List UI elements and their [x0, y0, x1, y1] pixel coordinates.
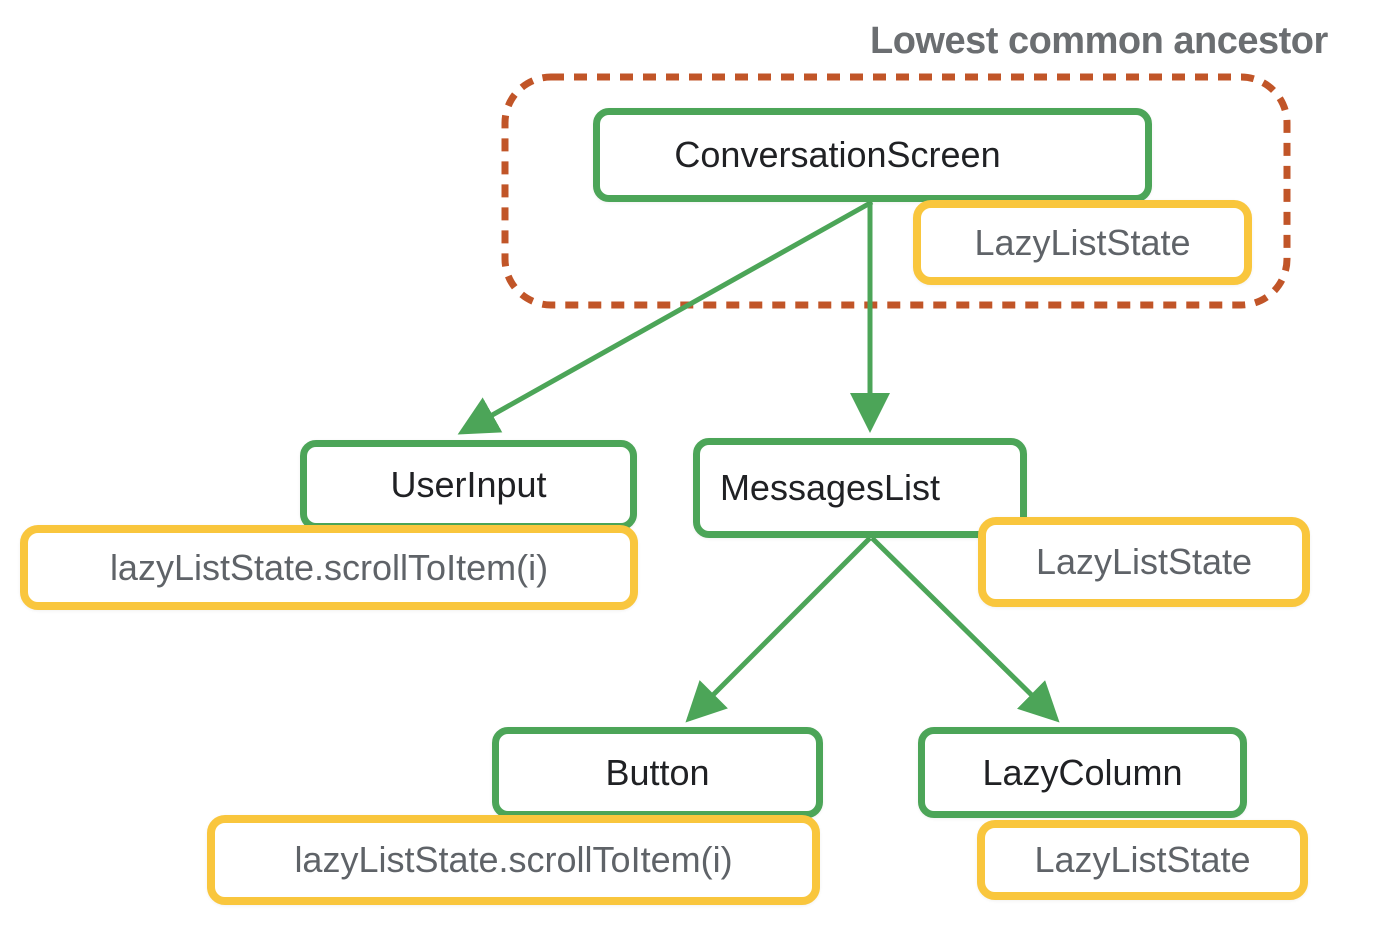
node-messages-list-label: MessagesList — [719, 467, 941, 508]
state-box-messages-list: LazyListState — [978, 517, 1310, 607]
node-lazy-column-label: LazyColumn — [982, 751, 1183, 793]
state-box-user-input: lazyListState.scrollToItem(i) — [20, 525, 638, 610]
state-box-messages-list-label: LazyListState — [1035, 541, 1253, 582]
node-button: Button — [492, 727, 823, 818]
node-lazy-column: LazyColumn — [918, 727, 1247, 818]
state-box-lazy-column-label: LazyListState — [1034, 839, 1251, 880]
node-button-label: Button — [605, 751, 710, 793]
node-user-input-label: UserInput — [390, 464, 547, 505]
state-box-user-input-label: lazyListState.scrollToItem(i) — [109, 546, 549, 588]
node-messages-list: MessagesList — [693, 438, 1027, 538]
node-conversation-screen-label: ConversationScreen — [674, 134, 1001, 175]
state-box-lazy-column: LazyListState — [977, 820, 1308, 900]
state-box-button-label: lazyListState.scrollToItem(i) — [294, 839, 733, 880]
state-box-conversation-screen-label: LazyListState — [974, 221, 1191, 263]
state-box-button: lazyListState.scrollToItem(i) — [207, 815, 820, 905]
edge-messageslist-to-button — [685, 536, 872, 723]
node-conversation-screen: ConversationScreen — [593, 108, 1152, 202]
lowest-common-ancestor-label: Lowest common ancestor — [870, 20, 1328, 62]
lowest-common-ancestor-boundary — [501, 73, 1291, 309]
edge-messageslist-to-lazycolumn — [870, 536, 1060, 723]
state-box-conversation-screen: LazyListState — [913, 200, 1252, 285]
node-user-input: UserInput — [300, 440, 637, 530]
edge-conversationscreen-to-userinput — [457, 199, 874, 435]
